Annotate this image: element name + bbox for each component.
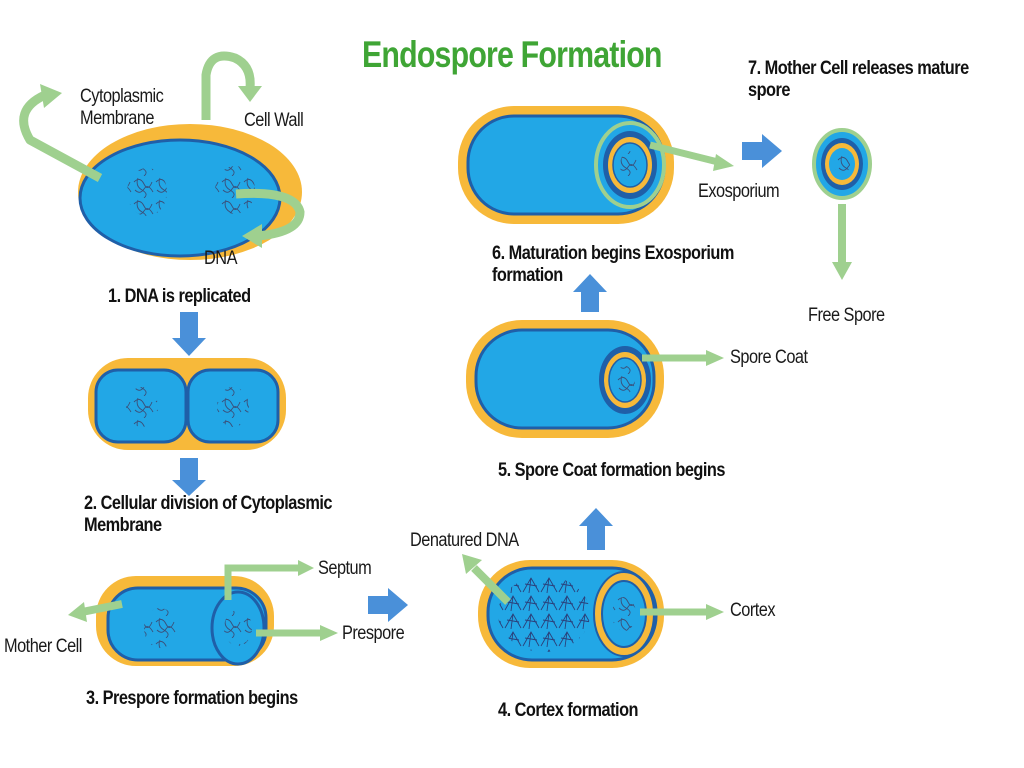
flow-arrow-up bbox=[579, 508, 613, 550]
arrow-head bbox=[40, 84, 62, 108]
dna-cluster bbox=[612, 597, 636, 631]
cell-6 bbox=[458, 106, 674, 224]
flow-arrow-down bbox=[172, 312, 206, 356]
dna-cluster bbox=[224, 610, 252, 646]
cell-3 bbox=[96, 576, 274, 666]
arrow-head bbox=[238, 86, 262, 102]
cell-5 bbox=[466, 320, 664, 438]
flow-arrow-right bbox=[368, 588, 408, 622]
step-7-caption: 7. Mother Cell releases mature spore bbox=[748, 58, 969, 101]
dna-cluster bbox=[217, 387, 249, 427]
cortex-label: Cortex bbox=[730, 600, 776, 621]
arrow-head bbox=[706, 604, 724, 620]
cell-wall-pointer bbox=[201, 51, 255, 120]
flow-arrow-right bbox=[742, 134, 782, 168]
exosporium-pointer bbox=[649, 141, 719, 166]
dna-cluster bbox=[127, 168, 167, 216]
dna-cluster bbox=[144, 608, 176, 648]
cytoplasmic-membrane-label: Cytoplasmic Membrane bbox=[80, 86, 164, 129]
arrow-head bbox=[320, 625, 338, 641]
step-1-caption: 1. DNA is replicated bbox=[108, 286, 251, 307]
flow-arrow-down bbox=[172, 458, 206, 496]
denatured-dna bbox=[498, 576, 590, 652]
arrow-head bbox=[713, 154, 734, 171]
step-2-caption: 2. Cellular division of Cytoplasmic Memb… bbox=[84, 493, 333, 536]
denatured-dna-label: Denatured DNA bbox=[410, 530, 519, 551]
arrow-head bbox=[462, 554, 482, 574]
dna-cluster bbox=[620, 151, 640, 179]
page-title: Endospore Formation bbox=[362, 34, 662, 75]
arrow-head bbox=[832, 262, 852, 280]
mother-cell-label: Mother Cell bbox=[4, 636, 82, 657]
flow-arrow-up bbox=[573, 274, 607, 312]
denatured-dna-pointer bbox=[471, 565, 511, 605]
dna-cluster bbox=[834, 154, 850, 174]
dna-cluster bbox=[215, 166, 255, 214]
arrow-head bbox=[706, 350, 724, 366]
step-5-caption: 5. Spore Coat formation begins bbox=[498, 460, 725, 481]
cell-2 bbox=[88, 358, 286, 450]
cell-wall-label: Cell Wall bbox=[244, 110, 304, 131]
step-4-caption: 4. Cortex formation bbox=[498, 700, 639, 721]
cell-4 bbox=[478, 560, 664, 668]
cell-1 bbox=[78, 124, 302, 260]
dna-pointer bbox=[235, 188, 305, 241]
prespore-label: Prespore bbox=[342, 623, 405, 644]
free-spore-label: Free Spore bbox=[808, 305, 885, 326]
septum-pointer bbox=[224, 564, 300, 600]
arrow-head bbox=[298, 560, 314, 576]
step-6-caption: 6. Maturation begins Exosporium formatio… bbox=[492, 243, 734, 286]
free-spore bbox=[812, 128, 872, 200]
dna-cluster bbox=[126, 387, 158, 427]
exosporium-label: Exosporium bbox=[698, 181, 780, 202]
step-3-caption: 3. Prespore formation begins bbox=[86, 688, 298, 709]
dna-label: DNA bbox=[204, 248, 237, 269]
dna-cluster bbox=[615, 366, 635, 394]
arrow-head bbox=[242, 224, 262, 248]
septum-label: Septum bbox=[318, 558, 372, 579]
spore-coat-label: Spore Coat bbox=[730, 347, 808, 368]
arrow-head bbox=[68, 602, 87, 622]
mother-cell-pointer bbox=[81, 600, 123, 616]
cytoplasmic-membrane-pointer bbox=[19, 90, 103, 182]
